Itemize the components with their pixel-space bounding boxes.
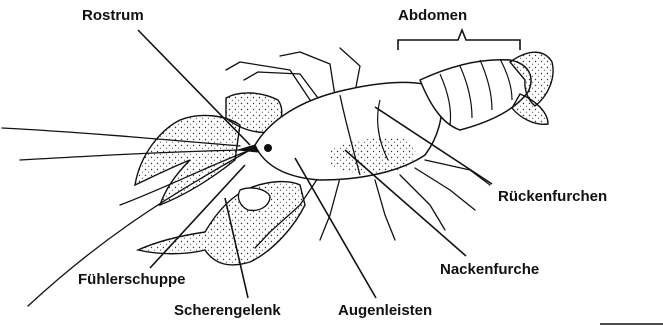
claw-lower-joint [238, 188, 270, 210]
label-rueckenfurchen: Rückenfurchen [498, 189, 607, 204]
abdomen-bracket [398, 30, 520, 50]
label-augenleisten: Augenleisten [338, 303, 432, 318]
eye [264, 144, 272, 152]
label-nackenfurche: Nackenfurche [440, 262, 539, 277]
claw-upper [135, 115, 240, 205]
label-fuehlerschuppe: Fühlerschuppe [78, 272, 186, 287]
leg-front-5 [415, 168, 475, 210]
leg-front-3 [375, 180, 395, 240]
claw-lower [138, 182, 305, 265]
label-scherengelenk: Scherengelenk [174, 303, 281, 318]
label-rostrum: Rostrum [82, 8, 144, 23]
leg-back-4 [340, 48, 360, 92]
rostrum-tip [238, 145, 258, 152]
label-abdomen: Abdomen [398, 8, 467, 23]
leg-front-6 [425, 160, 490, 185]
